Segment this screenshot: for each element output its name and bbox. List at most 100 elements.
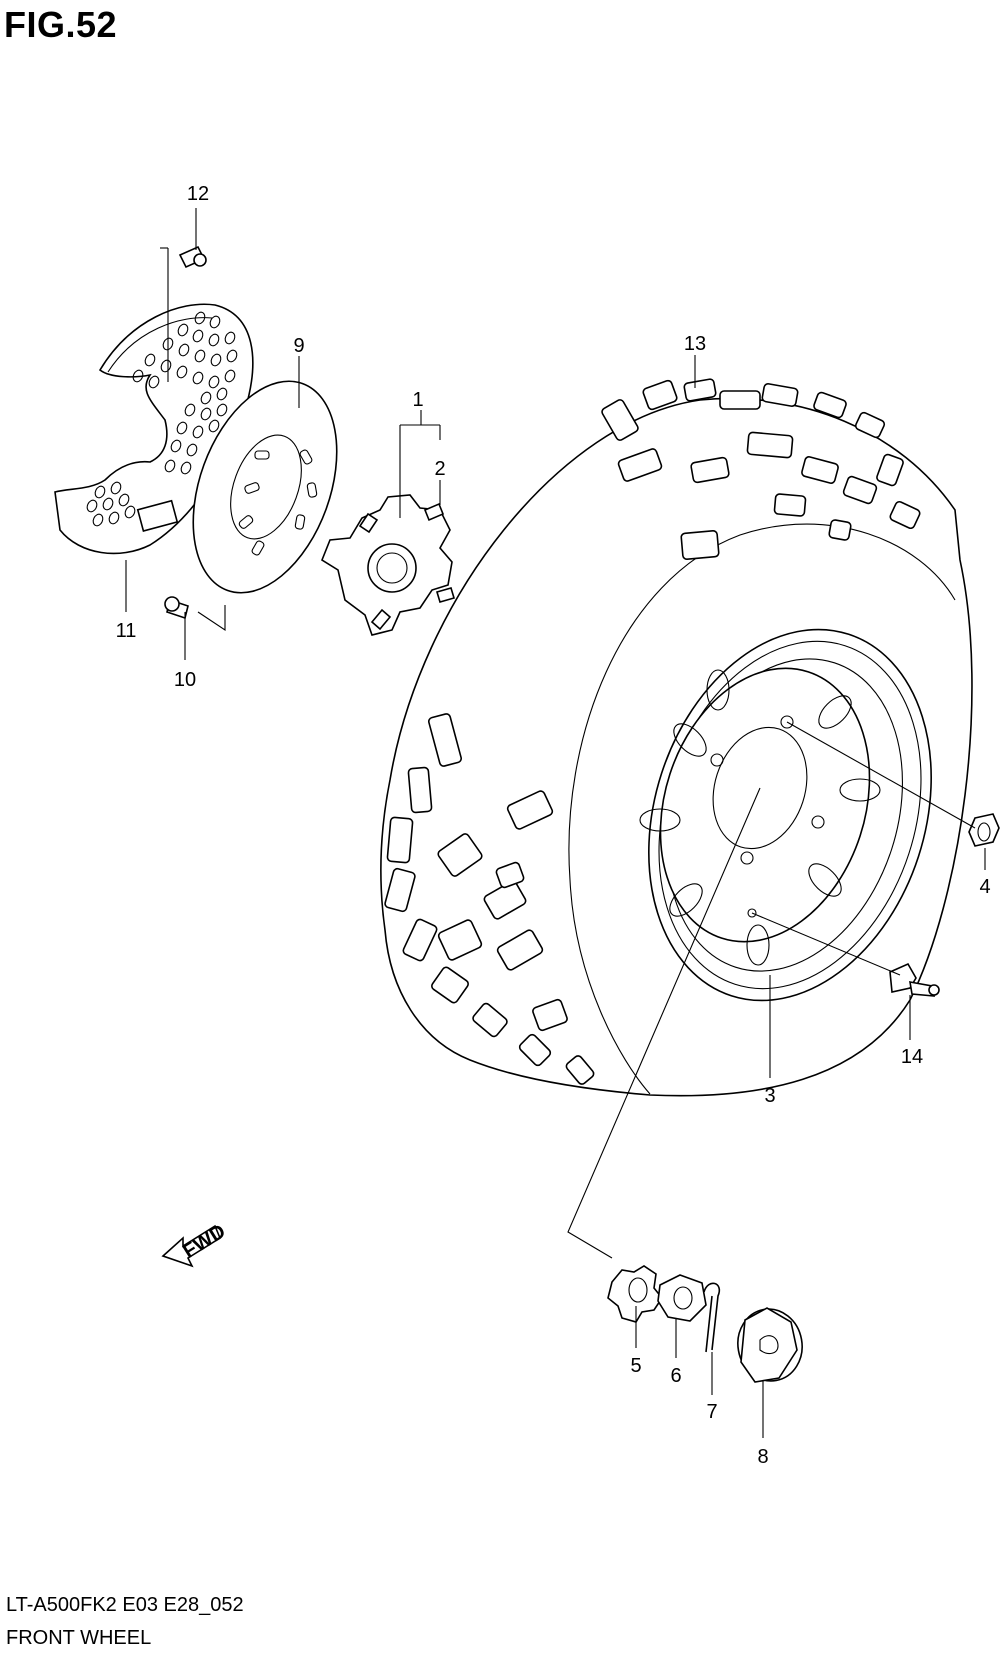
model-code: LT-A500FK2 E03 E28_052 <box>6 1594 244 1616</box>
callout-7: 7 <box>706 1401 717 1423</box>
tread-block <box>642 379 678 411</box>
vent-hole <box>208 419 220 433</box>
callout-3: 3 <box>764 1085 775 1107</box>
wheel-rim <box>639 628 932 1002</box>
tread-block <box>495 861 525 889</box>
rim-window <box>839 778 881 802</box>
vent-hole <box>164 459 176 473</box>
vent-hole <box>177 323 189 337</box>
vent-hole <box>208 333 220 347</box>
disc-slot <box>299 449 313 465</box>
tread-block <box>518 1033 552 1067</box>
forward-direction-arrow: FWD <box>161 1220 230 1268</box>
cover-bolt-12 <box>178 245 207 269</box>
vent-hole <box>162 337 174 351</box>
vent-hole <box>148 375 160 389</box>
section-name: FRONT WHEEL <box>6 1627 152 1649</box>
rim-window <box>818 695 852 729</box>
tread-block <box>565 1055 595 1085</box>
vent-hole <box>209 315 221 329</box>
disc-slot <box>294 514 306 530</box>
tread-block <box>828 519 852 541</box>
hub-cap-8 <box>737 1307 803 1383</box>
callout-8: 8 <box>757 1446 768 1468</box>
tread-block <box>407 766 433 814</box>
vent-hole <box>180 461 192 475</box>
callout-1: 1 <box>412 389 423 411</box>
vent-hole <box>170 439 182 453</box>
vent-hole <box>208 375 220 389</box>
vent-hole <box>186 443 198 457</box>
vent-hole <box>210 353 222 367</box>
lock-washer-5 <box>607 1265 663 1323</box>
vent-hole <box>144 353 156 367</box>
tread-block <box>761 383 799 407</box>
tire-valve-14 <box>889 962 940 997</box>
disc-slot <box>251 540 265 556</box>
tread-block <box>617 448 663 482</box>
tread-block <box>431 966 469 1004</box>
tread-block <box>854 411 886 439</box>
vent-hole <box>176 421 188 435</box>
tread-block <box>683 378 717 402</box>
vent-hole <box>224 369 236 383</box>
callout-11: 11 <box>116 620 137 642</box>
castle-nut-6 <box>657 1274 707 1322</box>
wheel-hub <box>321 494 455 636</box>
leader-lines <box>125 208 986 1438</box>
vent-hole <box>194 349 206 363</box>
callout-4: 4 <box>979 876 990 898</box>
vent-hole <box>216 387 228 401</box>
tread-block <box>601 399 639 441</box>
vent-hole <box>132 369 144 383</box>
callout-10: 10 <box>174 669 196 691</box>
vent-hole <box>124 505 136 519</box>
callout-9: 9 <box>293 335 304 357</box>
disc-bolt-10 <box>164 596 189 620</box>
figure-title: FIG.52 <box>4 4 118 45</box>
tread-block <box>496 929 544 971</box>
vent-hole <box>86 499 98 513</box>
callout-5: 5 <box>630 1355 641 1377</box>
tread-block <box>680 530 720 560</box>
callout-labels: 1 2 3 4 5 6 7 8 9 10 11 12 13 14 <box>116 183 991 1468</box>
tread-block <box>506 790 554 830</box>
tread-block <box>690 456 730 484</box>
tread-block <box>813 391 847 419</box>
rim-window <box>673 723 707 757</box>
vent-hole <box>94 485 106 499</box>
disc-slot <box>244 482 260 494</box>
disc-slot <box>306 482 318 498</box>
tread-block <box>437 833 483 877</box>
disc-slot <box>254 450 270 460</box>
vent-hole <box>192 425 204 439</box>
tread-block <box>483 880 527 920</box>
tread-block <box>428 713 462 767</box>
brake-disc <box>192 380 338 594</box>
vent-hole <box>108 511 120 525</box>
tread-block <box>889 500 921 530</box>
wheel-nut-4 <box>968 813 1000 847</box>
disc-slot <box>238 515 254 529</box>
rim-window <box>706 669 730 711</box>
callout-2: 2 <box>434 458 445 480</box>
tread-block <box>801 456 839 484</box>
vent-hole <box>224 331 236 345</box>
tread-block <box>384 867 416 913</box>
cotter-pin-7 <box>703 1282 721 1353</box>
vent-hole <box>192 329 204 343</box>
vent-hole <box>118 493 130 507</box>
callout-14: 14 <box>901 1046 923 1068</box>
tread-block <box>437 919 483 961</box>
callout-13: 13 <box>684 333 706 355</box>
tread-block <box>719 390 761 410</box>
vent-hole <box>200 391 212 405</box>
vent-hole <box>216 403 228 417</box>
callout-6: 6 <box>670 1365 681 1387</box>
vent-hole <box>192 371 204 385</box>
vent-hole <box>176 365 188 379</box>
tread-block <box>842 475 878 505</box>
vent-hole <box>200 407 212 421</box>
tread-block <box>746 431 794 459</box>
tread-block <box>876 453 904 487</box>
